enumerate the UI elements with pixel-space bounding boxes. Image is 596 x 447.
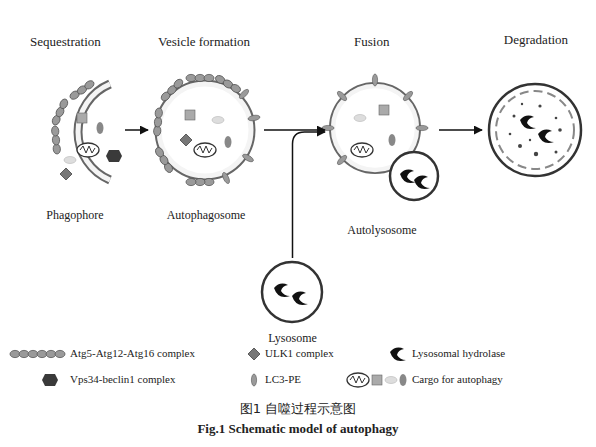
shape-label: Lysosome <box>250 331 335 346</box>
stage-shape: Autolysosome <box>325 80 439 240</box>
shape-label: Phagophore <box>25 208 125 223</box>
stage-shape: Lysosome <box>250 258 335 348</box>
stage-heading: Sequestration <box>30 34 101 50</box>
stage-heading: Fusion <box>354 34 389 50</box>
stage-heading: Vesicle formation <box>158 34 250 50</box>
legend-text: ULK1 complex <box>265 347 334 359</box>
legend-text: Lysosomal hydrolase <box>412 347 505 359</box>
process-arrow <box>439 129 482 131</box>
process-arrow <box>293 132 326 258</box>
process-arrow <box>264 129 325 131</box>
legend-text: Vps34-beclin1 complex <box>70 373 175 385</box>
figure-title: 图1 自噬过程示意图 <box>0 400 596 418</box>
stage-shape: Degradation <box>482 30 590 185</box>
legend-text: Cargo for autophagy <box>412 373 503 385</box>
stage-shape: Phagophore <box>25 75 125 225</box>
process-arrow <box>125 129 148 131</box>
shape-label: Degradation <box>482 32 590 48</box>
figure-caption: Fig.1 Schematic model of autophagy <box>0 421 596 437</box>
stage-shape: Autophagosome <box>148 75 264 225</box>
legend-text: LC3-PE <box>265 373 301 385</box>
legend-text: Atg5-Atg12-Atg16 complex <box>70 347 195 359</box>
shape-label: Autolysosome <box>325 223 439 238</box>
shape-label: Autophagosome <box>148 208 264 223</box>
